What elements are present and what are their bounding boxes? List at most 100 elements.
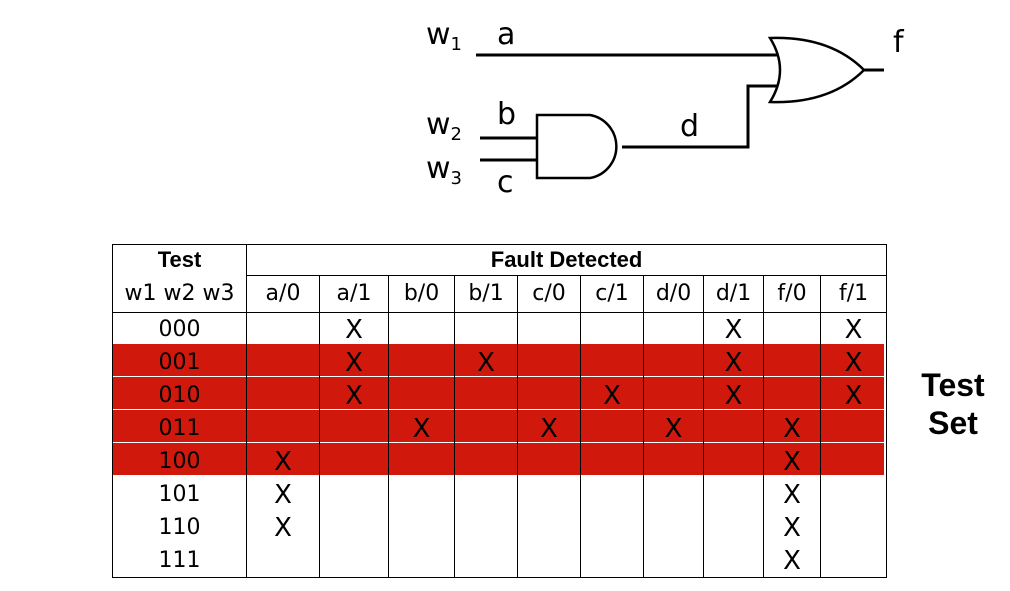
fault-detected-mark: X [454, 346, 518, 379]
fault-detected-mark: X [819, 346, 888, 379]
fault-cell [454, 312, 518, 346]
header-fault-d-0: d/0 [643, 275, 704, 313]
fault-cell [319, 445, 389, 478]
fault-cell [703, 544, 764, 578]
fault-detected-mark: X [319, 379, 389, 412]
header-inputs: w1 w2 w3 [112, 275, 247, 313]
fault-cell [643, 312, 704, 346]
header-fault-c-0: c/0 [517, 275, 581, 313]
fault-cell [454, 379, 518, 412]
fault-cell [763, 379, 821, 412]
fault-cell [246, 312, 320, 346]
fault-detected-mark: X [246, 445, 320, 478]
fault-cell [517, 511, 581, 544]
header-fault-detected: Fault Detected [245, 244, 888, 276]
fault-cell [703, 511, 764, 544]
fault-cell [388, 312, 455, 346]
test-vector: 001 [112, 346, 247, 379]
fault-detected-mark: X [246, 511, 320, 544]
fault-detected-mark: X [763, 445, 821, 478]
header-fault-a-0: a/0 [246, 275, 320, 313]
fault-cell [517, 478, 581, 511]
test-vector: 110 [112, 511, 247, 544]
fault-cell [454, 412, 518, 445]
fault-cell [319, 544, 389, 578]
fault-cell [580, 445, 644, 478]
fault-detected-mark: X [703, 379, 764, 412]
fault-cell [388, 445, 455, 478]
fault-cell [246, 346, 320, 379]
header-fault-d-1: d/1 [703, 275, 764, 313]
fault-cell [643, 379, 704, 412]
fault-detected-mark: X [703, 346, 764, 379]
table-row: 111 X [112, 544, 888, 578]
label-f: f [893, 25, 905, 60]
fault-cell [643, 445, 704, 478]
fault-cell [319, 412, 389, 445]
test-vector: 010 [112, 379, 247, 412]
fault-cell [580, 312, 644, 346]
header-test: Test [112, 244, 247, 276]
table-row: 010 X X X X [112, 379, 888, 412]
fault-detected-mark: X [763, 511, 821, 544]
fault-cell [643, 544, 704, 578]
header-fault-c-1: c/1 [580, 275, 644, 313]
fault-cell [246, 379, 320, 412]
label-d: d [680, 109, 699, 144]
fault-cell [388, 544, 455, 578]
header-fault-b-0: b/0 [388, 275, 455, 313]
fault-detected-mark: X [580, 379, 644, 412]
fault-cell [703, 445, 764, 478]
fault-detected-mark: X [819, 379, 888, 412]
label-c: c [497, 165, 514, 200]
fault-cell [388, 511, 455, 544]
label-w1: w1 [426, 17, 462, 55]
fault-cell [819, 478, 888, 511]
test-vector: 111 [112, 544, 247, 578]
fault-cell [643, 511, 704, 544]
fault-detected-mark: X [763, 412, 821, 445]
fault-cell [580, 346, 644, 379]
fault-cell [580, 412, 644, 445]
fault-detected-mark: X [319, 312, 389, 346]
test-vector: 100 [112, 445, 247, 478]
test-vector: 011 [112, 412, 247, 445]
fault-cell [580, 511, 644, 544]
fault-cell [763, 312, 821, 346]
fault-cell [643, 346, 704, 379]
fault-detected-mark: X [763, 478, 821, 511]
header-fault-a-1: a/1 [319, 275, 389, 313]
header-fault-f-1: f/1 [819, 275, 888, 313]
label-w3: w3 [426, 151, 462, 189]
fault-cell [517, 379, 581, 412]
logic-circuit: w1 a w2 b w3 c d f [426, 17, 905, 200]
fault-detected-mark: X [819, 312, 888, 346]
fault-cell [388, 478, 455, 511]
test-vector: 000 [112, 312, 247, 346]
fault-cell [643, 478, 704, 511]
test-vector: 101 [112, 478, 247, 511]
fault-cell [819, 544, 888, 578]
fault-detected-mark: X [517, 412, 581, 445]
fault-cell [388, 346, 455, 379]
fault-cell [819, 511, 888, 544]
and-gate [535, 113, 618, 180]
fault-cell [454, 544, 518, 578]
fault-cell [517, 445, 581, 478]
fault-cell [319, 511, 389, 544]
fault-cell [454, 445, 518, 478]
fault-cell [763, 346, 821, 379]
fault-detected-mark: X [763, 544, 821, 578]
label-w2: w2 [426, 107, 462, 145]
fault-detected-mark: X [643, 412, 704, 445]
fault-cell [246, 412, 320, 445]
fault-cell [517, 544, 581, 578]
header-fault-f-0: f/0 [763, 275, 821, 313]
